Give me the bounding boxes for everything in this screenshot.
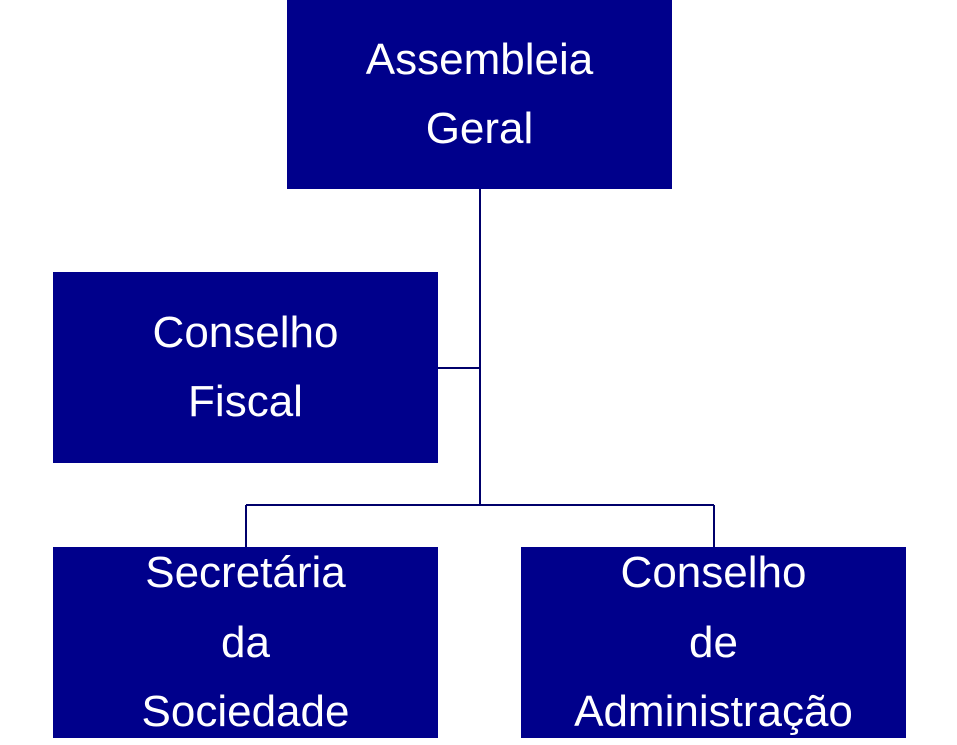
node-secretaria-line1: Secretária bbox=[145, 548, 346, 598]
node-fiscal-line2: Fiscal bbox=[188, 376, 303, 426]
node-administracao-line2: de bbox=[689, 617, 738, 667]
node-assembleia-line1: Assembleia bbox=[365, 35, 594, 85]
node-administracao-line1: Conselho bbox=[620, 548, 807, 598]
node-assembleia-line2: Geral bbox=[425, 103, 534, 153]
node-secretaria-line2: da bbox=[221, 617, 270, 667]
node-secretaria-da-sociedade: Secretária da Sociedade bbox=[53, 547, 438, 738]
node-secretaria-line3: Sociedade bbox=[141, 687, 350, 737]
node-conselho-de-administracao: Conselho de Administração bbox=[521, 547, 906, 738]
node-administracao-line3: Administração bbox=[574, 687, 853, 737]
node-fiscal-line1: Conselho bbox=[152, 308, 339, 358]
node-conselho-fiscal: Conselho Fiscal bbox=[53, 272, 438, 463]
node-assembleia-geral: Assembleia Geral bbox=[287, 0, 672, 189]
